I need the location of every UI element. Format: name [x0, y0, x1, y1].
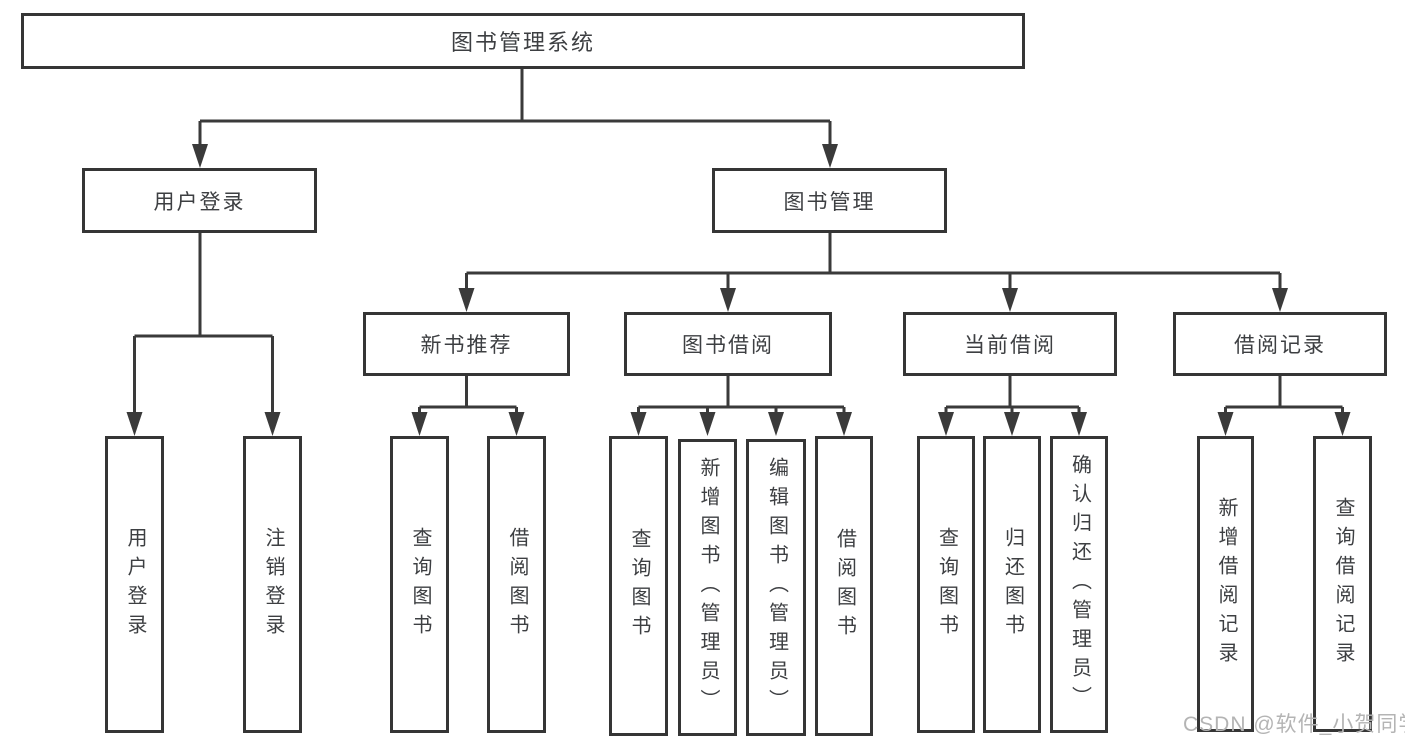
leaf-edit-books-admin-label: 编辑图书（管理员） — [765, 457, 788, 718]
leaf-query-books-recommend: 查询图书 — [390, 436, 449, 733]
leaf-logout-label: 注销登录 — [262, 526, 284, 643]
node-user-login: 用户登录 — [82, 168, 317, 233]
node-borrowing-records: 借阅记录 — [1173, 312, 1387, 376]
leaf-query-books-borrow: 查询图书 — [609, 436, 668, 736]
connector-user-login-to-leaves — [133, 233, 274, 416]
arrowhead — [1002, 288, 1018, 312]
leaf-confirm-return-admin: 确认归还（管理员） — [1050, 436, 1108, 733]
connector-borrow-records-to-leaves — [1224, 376, 1344, 416]
arrowhead — [411, 412, 428, 436]
node-user-login-label: 用户登录 — [153, 190, 246, 214]
node-book-management: 图书管理 — [712, 168, 947, 233]
arrowhead — [1217, 412, 1234, 436]
arrowhead — [630, 412, 647, 436]
arrowhead — [126, 412, 143, 436]
leaf-query-books-current-label: 查询图书 — [935, 526, 958, 643]
arrowhead — [1071, 412, 1087, 436]
leaf-confirm-return-admin-label: 确认归还（管理员） — [1068, 454, 1091, 715]
leaf-logout: 注销登录 — [243, 436, 302, 733]
connector-current-borrow-to-leaves — [944, 376, 1081, 416]
leaf-add-borrow-record: 新增借阅记录 — [1197, 436, 1254, 732]
leaf-return-books: 归还图书 — [983, 436, 1041, 733]
node-current-borrowing-label: 当前借阅 — [964, 334, 1056, 357]
arrowhead — [264, 412, 281, 436]
connector-root-to-level2 — [198, 68, 832, 147]
leaf-query-books-recommend-label: 查询图书 — [409, 526, 431, 643]
connector-new-book-to-leaves — [418, 376, 518, 416]
arrowhead — [192, 144, 208, 168]
arrowhead — [1272, 288, 1288, 312]
leaf-query-books-borrow-label: 查询图书 — [628, 528, 650, 644]
arrowhead — [508, 412, 525, 436]
node-new-book-recommendation: 新书推荐 — [363, 312, 570, 376]
arrowhead — [822, 144, 838, 168]
arrowhead — [699, 412, 716, 436]
arrowhead — [1334, 412, 1351, 436]
leaf-user-login: 用户登录 — [105, 436, 164, 733]
node-new-book-recommendation-label: 新书推荐 — [420, 334, 513, 357]
arrowheads — [126, 144, 1351, 436]
leaf-add-books-admin-label: 新增图书（管理员） — [697, 457, 719, 718]
arrowhead — [1004, 412, 1020, 436]
node-book-management-label: 图书管理 — [783, 190, 876, 214]
node-borrowing-records-label: 借阅记录 — [1234, 334, 1326, 357]
arrowhead — [458, 288, 475, 312]
node-book-borrowing-label: 图书借阅 — [682, 334, 774, 357]
node-library-management-system-label: 图书管理系统 — [450, 30, 595, 55]
connector-book-borrow-to-leaves — [637, 376, 846, 416]
leaf-query-books-current: 查询图书 — [917, 436, 975, 733]
connector-book-management-to-level3 — [465, 233, 1282, 292]
arrowhead — [938, 412, 954, 436]
node-library-management-system: 图书管理系统 — [21, 13, 1025, 69]
leaf-query-borrow-record: 查询借阅记录 — [1313, 436, 1372, 732]
csdn-watermark: CSDN @软件_小贺同学 — [1183, 713, 1405, 736]
node-current-borrowing: 当前借阅 — [903, 312, 1117, 376]
arrowhead — [720, 288, 736, 312]
leaf-borrow-books-recommend-label: 借阅图书 — [506, 526, 528, 643]
leaf-borrow-books-label: 借阅图书 — [833, 528, 856, 644]
leaf-add-borrow-record-label: 新增借阅记录 — [1215, 497, 1237, 671]
arrowhead — [836, 412, 852, 436]
leaf-user-login-label: 用户登录 — [124, 526, 146, 643]
arrowhead — [768, 412, 784, 436]
node-book-borrowing: 图书借阅 — [624, 312, 832, 376]
leaf-borrow-books: 借阅图书 — [815, 436, 873, 736]
leaf-edit-books-admin: 编辑图书（管理员） — [746, 439, 806, 736]
leaf-borrow-books-recommend: 借阅图书 — [487, 436, 546, 733]
leaf-return-books-label: 归还图书 — [1001, 526, 1024, 643]
leaf-add-books-admin: 新增图书（管理员） — [678, 439, 737, 736]
leaf-query-borrow-record-label: 查询借阅记录 — [1332, 497, 1354, 671]
